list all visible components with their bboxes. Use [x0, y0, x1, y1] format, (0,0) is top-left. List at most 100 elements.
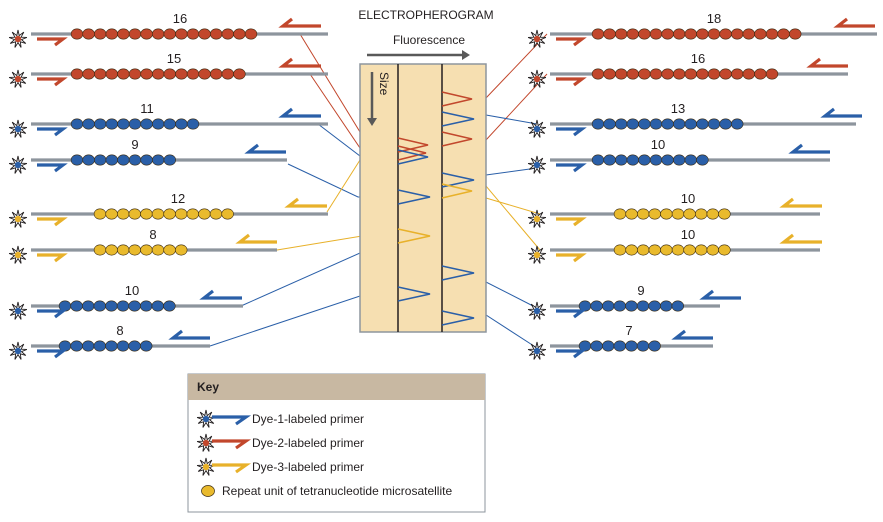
repeat-unit-bead [696, 28, 709, 40]
repeat-unit-bead [649, 118, 663, 130]
left-allele-2: 15 [8, 51, 328, 88]
repeat-unit-bead [82, 118, 95, 130]
repeat-unit-bead [186, 208, 200, 220]
repeat-unit-bead [93, 28, 107, 40]
repeat-count-label: 16 [691, 51, 705, 66]
reverse-primer-arrow [235, 233, 277, 244]
repeat-unit-bead [694, 208, 708, 220]
repeat-unit-bead [660, 244, 673, 256]
repeat-unit-bead [696, 68, 709, 80]
repeat-unit-bead [128, 340, 141, 352]
reverse-primer-arrow [779, 197, 822, 208]
dye-star-core [14, 307, 22, 315]
repeat-unit-bead [152, 118, 165, 130]
repeat-unit-bead [186, 118, 200, 130]
repeat-unit-bead [140, 154, 153, 166]
fluorescence-arrow [367, 50, 470, 60]
repeat-unit-bead [70, 118, 84, 130]
repeat-unit-bead [718, 244, 731, 256]
repeat-unit-bead [128, 300, 141, 312]
repeat-unit-bead [719, 118, 732, 130]
repeat-count-label: 8 [149, 227, 156, 242]
repeat-unit-bead [603, 118, 616, 130]
repeat-count-label: 10 [651, 137, 665, 152]
repeat-unit-bead [93, 68, 107, 80]
repeat-unit-bead [117, 154, 130, 166]
repeat-unit-bead [140, 300, 153, 312]
repeat-unit-bead [683, 244, 696, 256]
repeat-unit-bead [671, 208, 685, 220]
repeat-unit-bead [105, 208, 118, 220]
repeat-unit-bead [649, 154, 663, 166]
repeat-unit-bead [626, 68, 639, 80]
left-allele-8: 8 [8, 323, 210, 360]
repeat-unit-bead [719, 28, 732, 40]
dye-star-core [14, 251, 22, 259]
electropherogram-title: ELECTROPHEROGRAM [358, 8, 493, 22]
repeat-count-label: 15 [167, 51, 181, 66]
repeat-count-label: 9 [637, 283, 644, 298]
repeat-unit-bead [625, 244, 638, 256]
repeat-unit-bead [601, 340, 615, 352]
repeat-unit-bead [198, 28, 211, 40]
repeat-unit-bead [613, 340, 626, 352]
dye-star-core [533, 215, 541, 223]
peak-dye1 [441, 172, 475, 188]
repeat-unit-bead [590, 300, 603, 312]
dye-star-core [14, 35, 22, 43]
repeat-unit-bead [591, 154, 605, 166]
repeat-unit-bead [175, 118, 188, 130]
repeat-unit-bead [614, 118, 628, 130]
repeat-unit-bead [590, 340, 603, 352]
repeat-unit-bead [93, 208, 107, 220]
repeat-unit-bead [706, 244, 719, 256]
right-allele-2: 16 [527, 51, 848, 88]
repeat-unit-bead [70, 154, 84, 166]
peak-dye2 [397, 145, 427, 161]
peak-dye2 [441, 91, 473, 107]
key-item-3: Dye-3-labeled primer [196, 457, 364, 476]
forward-primer-arrow [556, 127, 587, 137]
reverse-primer-arrow [199, 289, 242, 300]
forward-primer-arrow [556, 163, 587, 173]
forward-primer-arrow [37, 217, 68, 227]
repeat-unit-bead [638, 28, 651, 40]
repeat-count-label: 12 [171, 191, 185, 206]
forward-primer-arrow [37, 127, 68, 137]
key-item-label: Dye-2-labeled primer [252, 436, 364, 450]
repeat-unit-bead [696, 154, 709, 166]
right-allele-4: 10 [527, 137, 830, 174]
peak-dye3 [441, 183, 473, 199]
repeat-unit-bead [754, 28, 767, 40]
repeat-unit-bead [625, 340, 638, 352]
fluorescence-arrow-head [462, 50, 470, 60]
repeat-unit-bead [128, 244, 142, 256]
repeat-unit-bead [186, 28, 200, 40]
repeat-unit-bead [233, 28, 246, 40]
repeat-unit-bead [175, 68, 188, 80]
left-allele-1: 16 [8, 11, 328, 48]
reverse-primer-arrow [806, 57, 848, 68]
left-allele-4: 9 [8, 137, 287, 174]
key-item-label: Dye-3-labeled primer [252, 460, 364, 474]
repeat-unit-bead [672, 68, 686, 80]
repeat-unit-bead [163, 154, 177, 166]
forward-primer-arrow [37, 77, 68, 87]
repeat-unit-bead [648, 340, 661, 352]
repeat-unit-bead [70, 68, 84, 80]
repeat-unit-bead [694, 244, 708, 256]
repeat-unit-bead [730, 68, 744, 80]
reverse-primer-arrow [833, 17, 875, 28]
repeat-unit-bead [671, 300, 684, 312]
repeat-unit-bead [163, 244, 176, 256]
repeat-unit-bead [613, 300, 626, 312]
repeat-unit-bead [117, 68, 130, 80]
repeat-unit-bead [175, 244, 188, 256]
repeat-unit-bead [614, 68, 628, 80]
repeat-unit-bead [638, 154, 651, 166]
repeat-unit-bead [788, 28, 802, 40]
reverse-primer-arrow [284, 197, 327, 208]
repeat-unit-bead [151, 244, 165, 256]
repeat-unit-bead [163, 300, 176, 312]
